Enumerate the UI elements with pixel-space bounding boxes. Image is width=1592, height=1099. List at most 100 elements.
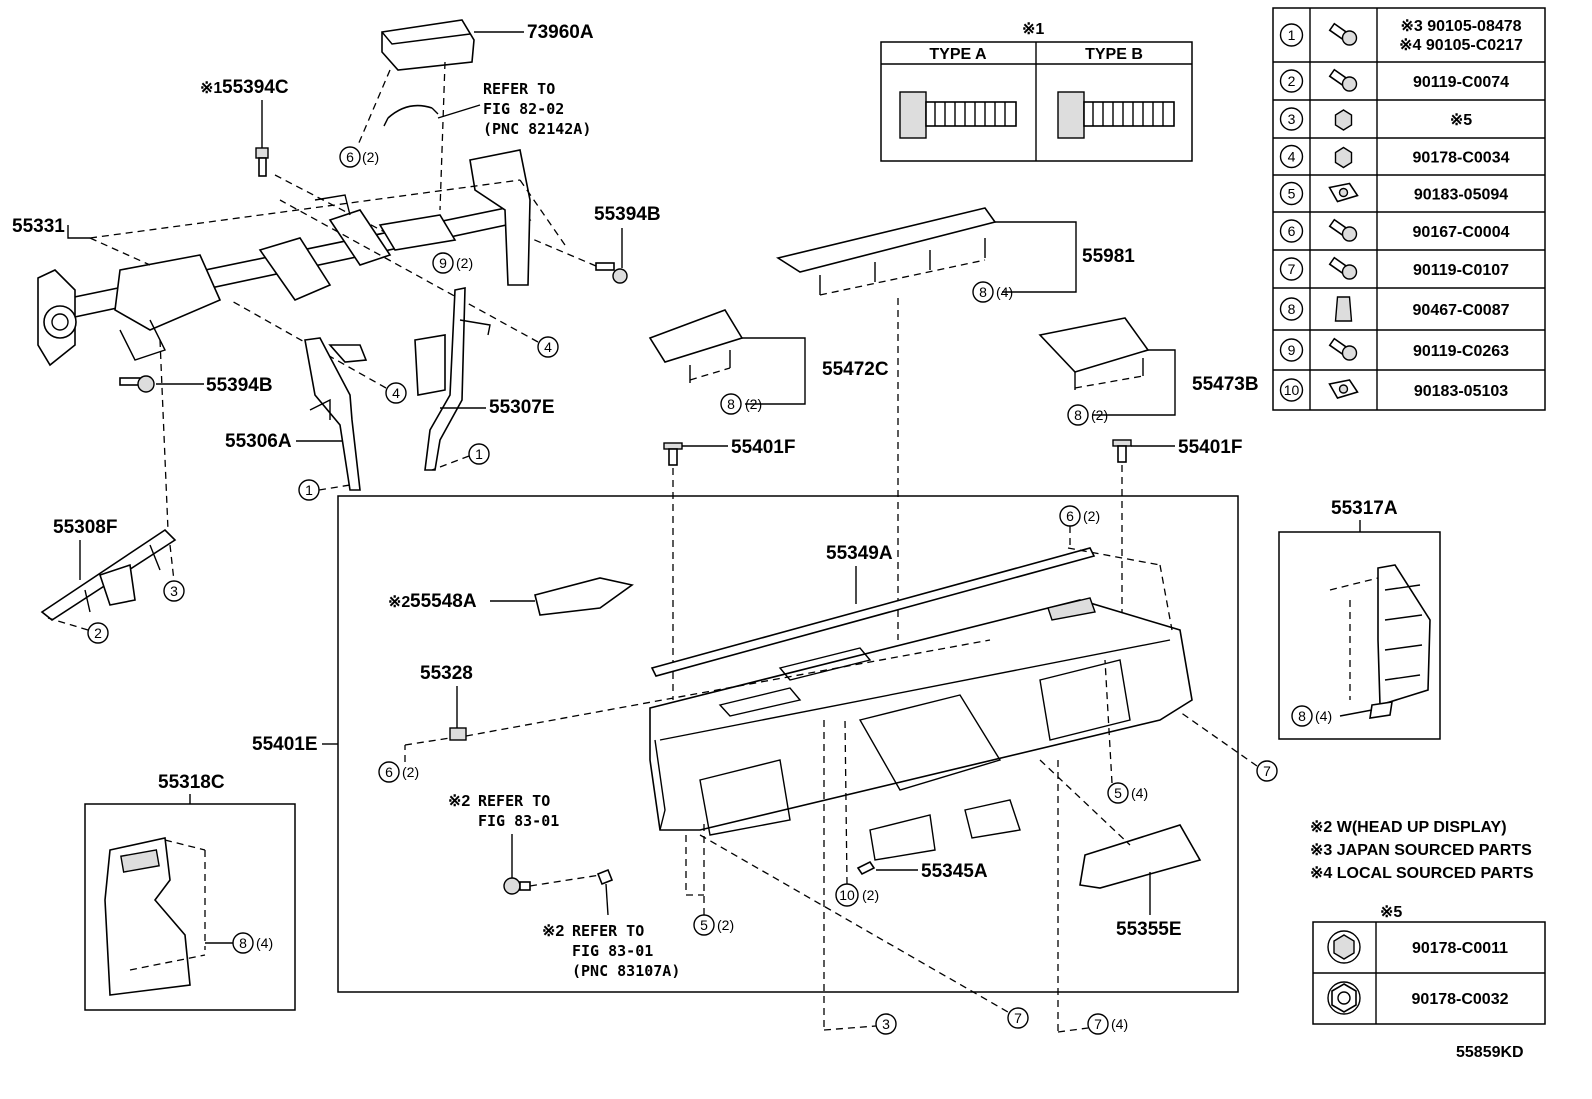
callout-6-top: 6 (2) — [339, 146, 379, 168]
refer-fig82-line1: REFER TO — [483, 80, 555, 98]
callout-7-bottom4: 7 (4) — [1087, 1013, 1128, 1035]
svg-text:(4): (4) — [256, 935, 273, 951]
part-55355E-drawing — [1079, 824, 1202, 889]
clip-55328-icon — [449, 727, 467, 741]
part-label-55472C: 55472C — [822, 359, 889, 380]
box-55318C — [84, 803, 296, 1011]
svg-text:(4): (4) — [1131, 785, 1148, 801]
bolt-icon — [1328, 256, 1358, 280]
svg-text:(2): (2) — [1083, 508, 1100, 524]
part-label-73960A: 73960A — [527, 22, 594, 43]
fastener-code: 90119-C0263 — [1413, 343, 1509, 360]
callout-10: 10 (2) — [835, 883, 879, 907]
part-label-55394B-left: 55394B — [206, 375, 273, 396]
bolt-55394B-left-icon — [119, 375, 155, 393]
svg-text:(2): (2) — [862, 887, 879, 903]
part-label-55401F-left: 55401F — [731, 437, 795, 458]
type-table-mark: ※1 — [1022, 21, 1044, 38]
bolt-washer-icon — [1328, 22, 1358, 46]
cover-55473B-drawing — [1038, 317, 1150, 390]
callout-4-b: 4 — [385, 382, 407, 404]
callout-3-left: 3 — [163, 580, 185, 602]
bolt-55394B-top-icon — [595, 262, 628, 284]
fastener-number-circle — [1279, 144, 1304, 169]
refer-fig82-line2: FIG 82-02 — [483, 100, 564, 118]
svg-text:3: 3 — [170, 583, 178, 599]
svg-text:8: 8 — [1298, 708, 1306, 724]
part-label-55349A: 55349A — [826, 543, 893, 564]
part-label-55345A: 55345A — [921, 861, 988, 882]
box-55317A — [1278, 531, 1441, 740]
screw-icon — [1328, 218, 1358, 242]
svg-text:(2): (2) — [717, 917, 734, 933]
svg-text:2: 2 — [94, 625, 102, 641]
callout-7-right: 7 — [1256, 760, 1278, 782]
refer-fig83a-mark: ※2 — [448, 793, 470, 810]
refer-fig82-line3: (PNC 82142A) — [483, 120, 591, 138]
note-local: ※4 LOCAL SOURCED PARTS — [1310, 865, 1534, 882]
callout-5-right: 5 (4) — [1107, 782, 1148, 804]
svg-text:(4): (4) — [996, 284, 1013, 300]
svg-text:7: 7 — [1014, 1010, 1022, 1026]
callout-1-b: 1 — [468, 443, 490, 465]
svg-text:4: 4 — [544, 339, 552, 355]
fastener-number: 2 — [1288, 73, 1296, 89]
fastener-number: 8 — [1288, 301, 1296, 317]
type-b-bolt-icon — [1057, 91, 1175, 139]
svg-text:10: 10 — [839, 887, 855, 903]
refer-fig83b-line3: (PNC 83107A) — [572, 962, 680, 980]
fastener-number-circle — [1279, 69, 1304, 93]
svg-text:4: 4 — [392, 385, 400, 401]
nut-code-2: 90178-C0032 — [1412, 991, 1509, 1008]
diagram-code: 55859KD — [1456, 1044, 1524, 1061]
part-label-55401E: 55401E — [252, 734, 318, 755]
svg-text:6: 6 — [385, 764, 393, 780]
fastener-row: 6 90167-C0004 — [1279, 218, 1510, 243]
type-a-bolt-icon — [899, 91, 1017, 139]
clip-55401F-right-icon — [1112, 439, 1132, 463]
callout-4-a: 4 — [537, 336, 559, 358]
callout-8-55981: 8 (4) — [972, 281, 1013, 303]
fastener-code: 90183-05094 — [1414, 187, 1508, 204]
part-label-55394B-top: 55394B — [594, 204, 661, 225]
fastener-number: 6 — [1288, 223, 1296, 239]
svg-text:1: 1 — [475, 446, 483, 462]
fastener-code: 90119-C0107 — [1413, 262, 1509, 279]
hex-nut-icon — [1327, 930, 1361, 964]
fastener-number: 7 — [1288, 261, 1296, 277]
fastener-number: 9 — [1288, 342, 1296, 358]
fastener-number: 5 — [1288, 186, 1296, 202]
type-table: TYPE A TYPE B — [880, 41, 1193, 162]
refer-fig83b-line2: FIG 83-01 — [572, 942, 653, 960]
type-a-header: TYPE A — [929, 46, 987, 63]
note-hud: ※2 W(HEAD UP DISPLAY) — [1310, 819, 1507, 836]
refer-fig83a-line1: REFER TO — [478, 792, 550, 810]
fastener-row: 7 90119-C0107 — [1279, 256, 1509, 281]
support-beam-55331-drawing — [37, 149, 532, 367]
clip-nut-icon — [1328, 379, 1359, 399]
part-73960A-drawing — [357, 19, 475, 211]
callout-8-55317A: 8 (4) — [1291, 705, 1332, 727]
side-panel-55318C-drawing — [104, 837, 191, 996]
fastener-code: 90183-05103 — [1414, 383, 1508, 400]
bracket-55307E-drawing — [414, 287, 491, 471]
side-panel-55317A-drawing — [1369, 564, 1431, 719]
part-label-55331: 55331 — [12, 216, 65, 237]
nut-code-1: 90178-C0011 — [1412, 940, 1508, 957]
fastener-code: 90167-C0004 — [1413, 224, 1510, 241]
part-label-55307E: 55307E — [489, 397, 555, 418]
svg-text:6: 6 — [346, 149, 354, 165]
part-label-55473B: 55473B — [1192, 374, 1259, 395]
part-label-55401F-right: 55401F — [1178, 437, 1242, 458]
part-label-55981: 55981 — [1082, 246, 1135, 267]
refer-fig83a-line2: FIG 83-01 — [478, 812, 559, 830]
part-label-55308F: 55308F — [53, 517, 117, 538]
nut-table-mark: ※5 — [1380, 904, 1402, 921]
callout-8-55318C: 8 (4) — [232, 932, 273, 954]
fastener-code: ※5 — [1450, 112, 1472, 129]
bolt-icon — [1328, 68, 1358, 92]
fastener-number-circle — [1279, 257, 1304, 281]
part-55548A-mark: ※2 — [388, 594, 410, 611]
